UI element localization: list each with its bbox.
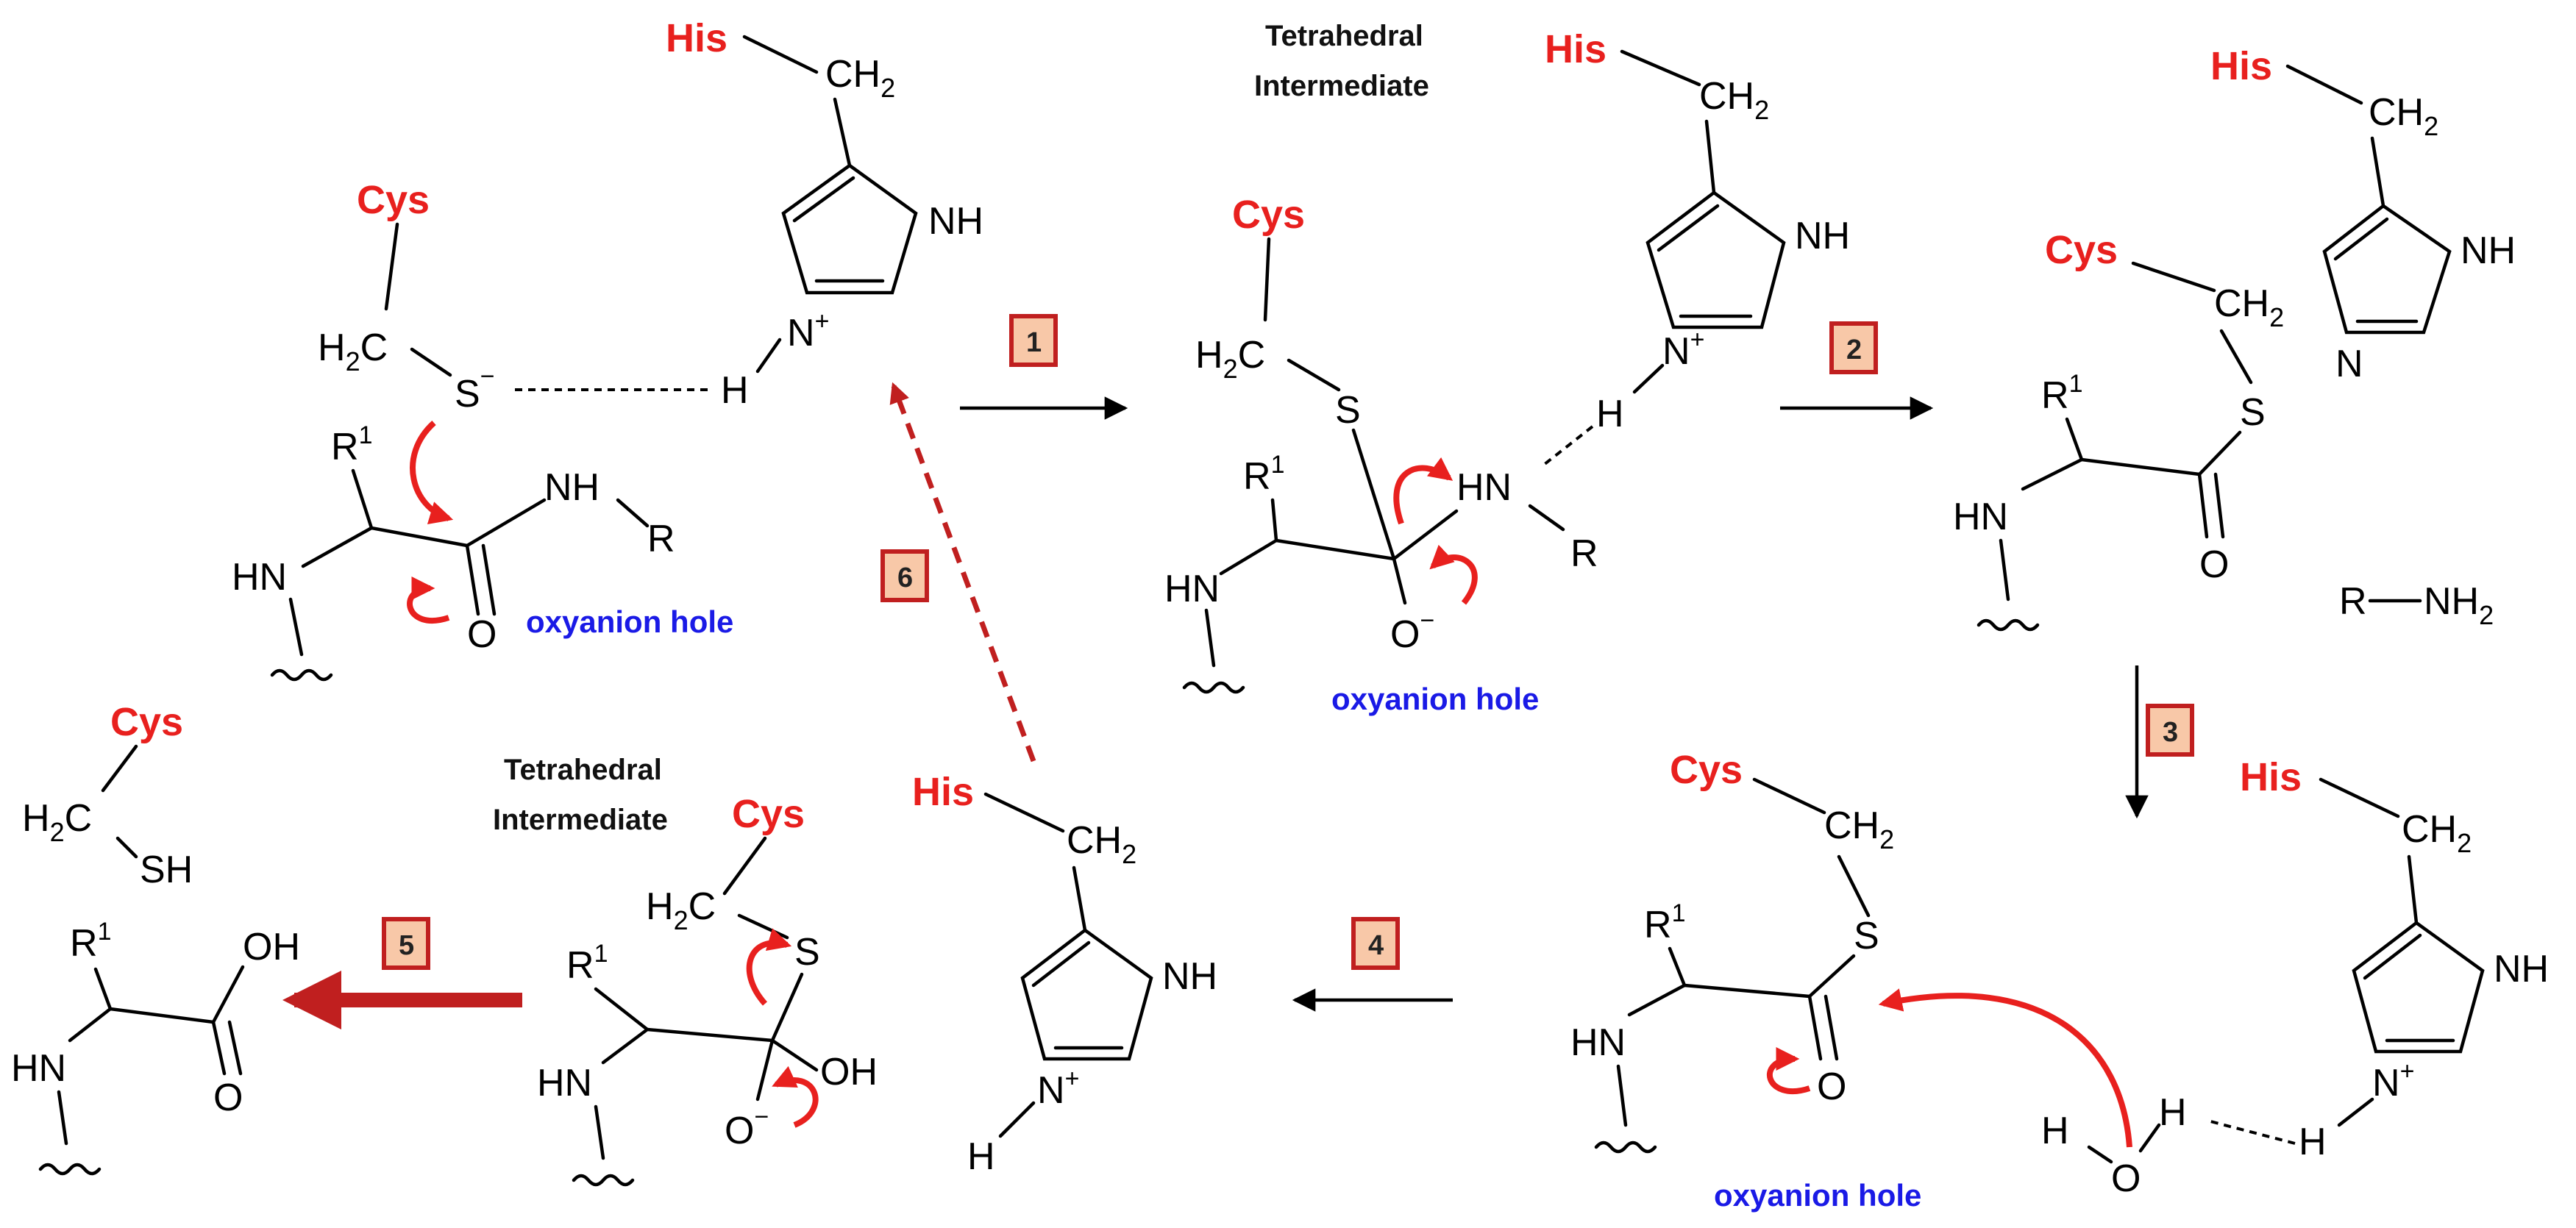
- r1-label: R1: [331, 421, 372, 468]
- r-nh2-label: R: [2339, 580, 2367, 623]
- structure-water-attack: His CH2 NH N+ H H O H Cys CH2 S R1 HN O …: [1570, 748, 2549, 1213]
- s-label: S: [1854, 915, 1879, 957]
- ch2-label: CH2: [825, 53, 895, 103]
- hn-label: HN: [1164, 568, 1220, 610]
- svg-text:1: 1: [1026, 327, 1042, 358]
- r-label: R: [647, 518, 675, 560]
- structure-thioester: His CH2 NH N Cys CH2 S R1 HN O R NH2: [1953, 44, 2516, 632]
- s-minus-label: S−: [455, 363, 495, 415]
- s-label: S: [794, 931, 820, 974]
- oh-label: OH: [243, 926, 300, 968]
- h-label: H: [967, 1135, 995, 1178]
- oxyanion-hole-label: oxyanion hole: [1331, 682, 1539, 716]
- hn-label: HN: [537, 1062, 592, 1104]
- tetrahedral-title-2: Tetrahedral: [504, 754, 662, 786]
- sh-label: SH: [140, 849, 193, 891]
- structure-tetrahedral-1: Tetrahedral Intermediate His CH2 NH N+ H…: [1164, 20, 1850, 716]
- structure-tetrahedral-2: Tetrahedral Intermediate Cys H2C S R1 HN…: [493, 754, 878, 1187]
- n-label: N: [2335, 343, 2363, 385]
- n-plus-label: N+: [1037, 1065, 1079, 1112]
- nh-label: NH: [2494, 948, 2549, 990]
- cys-label: Cys: [732, 792, 805, 836]
- water-h1: H: [2159, 1091, 2187, 1134]
- h2c-label: H2C: [22, 797, 92, 847]
- ch2-label: CH2: [2402, 808, 2472, 858]
- cys-label: Cys: [1232, 193, 1305, 237]
- svg-text:4: 4: [1368, 930, 1384, 961]
- hn-label: HN: [1570, 1021, 1626, 1064]
- nh-amide-label: NH: [544, 466, 599, 509]
- oxyanion-hole-label: oxyanion hole: [1714, 1178, 1921, 1213]
- step-2-badge: [1829, 321, 1878, 374]
- r-label: R: [1570, 532, 1598, 575]
- h-label: H: [2299, 1121, 2327, 1163]
- svg-text:6: 6: [897, 563, 913, 593]
- r1-label: R1: [1644, 899, 1685, 946]
- intermediate-title-1: Intermediate: [1254, 70, 1429, 102]
- tetrahedral-title-1: Tetrahedral: [1265, 20, 1423, 52]
- s-label: S: [1335, 389, 1361, 432]
- step-6-badge: [880, 549, 929, 602]
- step-5-badge: [382, 917, 430, 970]
- ch2-label-cys: CH2: [2214, 282, 2284, 332]
- nh-label: NH: [1795, 215, 1850, 257]
- r1-label: R1: [566, 940, 608, 987]
- h-label: H: [1596, 393, 1624, 435]
- svg-text:5: 5: [399, 930, 414, 961]
- water-o: O: [2111, 1157, 2141, 1200]
- o-minus-label: O−: [725, 1103, 769, 1152]
- ch2-label-cys: CH2: [1824, 804, 1894, 854]
- structure-free-histidine: His CH2 NH N+ H: [912, 770, 1217, 1178]
- water-h2: H: [2041, 1110, 2069, 1152]
- ch2-label: CH2: [1067, 819, 1136, 869]
- nh-label: NH: [928, 200, 983, 243]
- r1-label: R1: [1243, 451, 1284, 498]
- step-4-badge: [1351, 917, 1400, 970]
- h2c-label: H2C: [1195, 334, 1265, 384]
- oxyanion-hole-label: oxyanion hole: [526, 604, 733, 639]
- o-label: O: [2199, 543, 2229, 586]
- o-label: O: [1817, 1065, 1846, 1108]
- s-label: S: [2240, 391, 2266, 434]
- oh-label: OH: [820, 1051, 878, 1093]
- structure-products: Cys H2C SH R1 HN OH O: [11, 700, 300, 1176]
- his-label: His: [912, 770, 974, 814]
- nh-label: NH: [2461, 229, 2516, 272]
- n-plus-label: N+: [2372, 1057, 2414, 1104]
- nh2-label: NH2: [2424, 580, 2494, 630]
- ch2-label: CH2: [2369, 91, 2438, 141]
- ch2-label: CH2: [1699, 75, 1769, 125]
- cys-label: Cys: [357, 178, 430, 222]
- o-minus-label: O−: [1390, 607, 1434, 656]
- o-label: O: [213, 1077, 243, 1119]
- h-label: H: [721, 369, 749, 412]
- r1-label: R1: [70, 918, 111, 965]
- hn-label: HN: [232, 556, 287, 599]
- hn-label: HN: [11, 1047, 66, 1090]
- h2c-label: H2C: [646, 885, 716, 935]
- intermediate-title-2: Intermediate: [493, 804, 668, 836]
- cys-label: Cys: [1670, 748, 1743, 792]
- cys-label: Cys: [110, 700, 183, 744]
- svg-text:2: 2: [1846, 335, 1862, 365]
- hn-amine-label: HN: [1456, 466, 1512, 509]
- n-plus-label: N+: [1662, 326, 1704, 373]
- his-label: His: [2240, 755, 2302, 799]
- cys-label: Cys: [2045, 228, 2118, 272]
- r1-label: R1: [2041, 370, 2082, 417]
- structure-substrate-complex: His CH2 NH N+ H Cys H2C S− R1 HN NH R O …: [232, 16, 983, 682]
- nh-label: NH: [1162, 955, 1217, 998]
- his-label: His: [1545, 27, 1607, 71]
- svg-text:3: 3: [2163, 717, 2178, 748]
- h2c-label: H2C: [318, 326, 388, 376]
- step-3-badge: [2146, 704, 2194, 757]
- his-label: His: [666, 16, 727, 60]
- hn-label: HN: [1953, 496, 2008, 538]
- o-label: O: [467, 613, 497, 656]
- step-1-badge: [1009, 314, 1058, 367]
- n-plus-label: N+: [787, 307, 829, 354]
- his-label: His: [2210, 44, 2272, 88]
